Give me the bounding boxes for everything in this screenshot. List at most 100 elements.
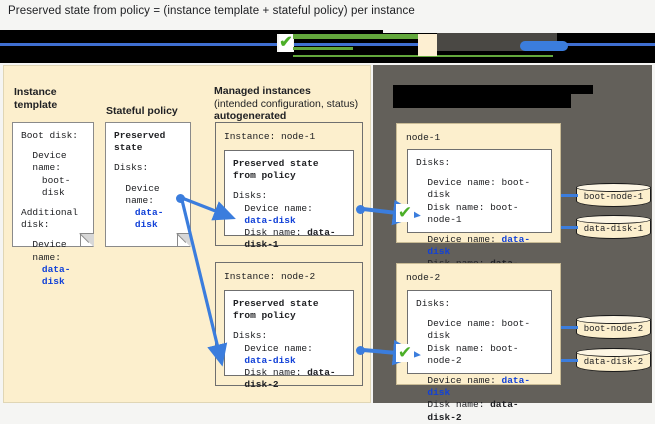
ps-title1-node-2: Preserved state — [233, 298, 319, 309]
legend-cream-swatch — [418, 34, 437, 56]
ps-device-row-node-1: Device name: data-disk — [233, 203, 345, 227]
node1-data-device-row: Device name: data-disk — [416, 234, 543, 258]
node-disks-box-node-2: Disks: Device name: boot-disk Disk name:… — [407, 290, 552, 423]
disk-volume-data-disk-1: data-disk-1 — [575, 214, 651, 239]
node2-boot-disk-key: Disk name: — [427, 342, 485, 354]
disk-label-boot-node-1: boot-node-1 — [583, 192, 644, 202]
preserved-state-box-node-1: Preserved state from policy Disks: Devic… — [224, 150, 354, 250]
connector-node1-data — [561, 226, 578, 229]
card-fold-corner — [177, 233, 191, 247]
ps-device-value-node-2: data-disk — [244, 354, 296, 366]
column-heading-managed-instances: Managed instances (intended configuratio… — [214, 85, 358, 123]
ps-disk-row-node-1: Disk name: data-disk-1 — [233, 227, 345, 251]
node2-data-device-row: Device name: data-disk — [416, 375, 543, 399]
node-name-node-1: node-1 — [406, 132, 441, 143]
instance-template-card: Boot disk: Device name: boot-disk Additi… — [12, 122, 94, 287]
legend-green-bar-top — [293, 34, 418, 39]
origin-dot-node-1 — [356, 205, 365, 214]
node1-boot-device-value: boot-disk — [427, 177, 531, 201]
ps-device-key-node-2: Device name: — [244, 342, 313, 354]
redacted-heading-bar-2 — [393, 94, 571, 99]
it-line-disk: disk: — [21, 219, 50, 231]
node2-data-disk-key: Disk name: — [427, 399, 485, 411]
node1-boot-disk-value: boot-node-1 — [427, 201, 519, 225]
node-disks-box-node-1: Disks: Device name: boot-disk Disk name:… — [407, 149, 552, 282]
ps-device-value-node-1: data-disk — [244, 214, 296, 226]
ps-device-key-node-1: Device name: — [244, 202, 313, 214]
node-name-node-2: node-2 — [406, 272, 441, 283]
legend-blue-rule — [0, 43, 655, 46]
connector-node2-data — [561, 359, 578, 362]
legend-green-bar-bottom — [293, 55, 553, 57]
spacer — [416, 367, 543, 375]
node2-boot-device-row: Device name: boot-disk — [416, 318, 543, 342]
it-line-device-name-key: Device name: — [32, 150, 67, 174]
spacer — [21, 199, 85, 207]
sp-line-device-name-key: Device name: — [125, 182, 160, 206]
page-title: Preserved state from policy = (instance … — [8, 5, 415, 17]
it-line-device-name-key2: Device name: — [32, 239, 67, 263]
sp-line-disks: Disks: — [114, 162, 149, 174]
spacer — [233, 322, 345, 330]
spacer — [114, 175, 182, 183]
stateful-policy-heading-line1: Stateful policy — [106, 105, 178, 117]
node2-boot-disk-value: boot-node-2 — [427, 342, 519, 366]
node1-data-device-key: Device name: — [427, 234, 496, 246]
ps-disks-label-node-1: Disks: — [233, 190, 268, 202]
stateful-policy-card: Preserved state Disks: Device name: data… — [105, 122, 191, 247]
it-line-additional: Additional — [21, 207, 79, 219]
origin-dot-stateful-policy — [176, 194, 185, 203]
node2-data-device-key: Device name: — [427, 375, 496, 387]
managed-instances-heading-line3: autogenerated — [214, 110, 287, 122]
ps-device-row-node-2: Device name: data-disk — [233, 343, 345, 367]
ps-disks-label-node-2: Disks: — [233, 330, 268, 342]
ps-disk-row-node-2: Disk name: data-disk-2 — [233, 367, 345, 391]
managed-instances-heading-line1: Managed instances — [214, 85, 311, 97]
sp-line-preserved: Preserved — [114, 130, 166, 141]
node-disks-label-node-2: Disks: — [416, 298, 451, 309]
spacer — [21, 142, 85, 150]
ps-title2-node-2: from policy — [233, 310, 296, 322]
spacer — [416, 169, 543, 177]
it-line-boot-disk: Boot disk: — [21, 130, 79, 141]
legend-blue-dot — [520, 41, 568, 51]
connector-node2-boot — [561, 326, 578, 329]
managed-instance-label-node-1: Instance: node-1 — [224, 131, 316, 142]
node2-data-disk-row: Disk name: data-disk-2 — [416, 399, 543, 423]
redacted-legend-band: ✔ — [0, 30, 655, 63]
preserved-state-box-node-2: Preserved state from policy Disks: Devic… — [224, 290, 354, 390]
node2-data-device-value: data-disk — [427, 375, 531, 399]
status-check-icon-node-1: ✔ — [396, 202, 414, 223]
disk-label-boot-node-2: boot-node-2 — [583, 324, 644, 334]
redacted-heading-bar-3 — [393, 99, 571, 108]
diagram-root: Preserved state from policy = (instance … — [0, 0, 655, 407]
managed-instance-label-node-2: Instance: node-2 — [224, 271, 316, 282]
disk-label-data-disk-1: data-disk-1 — [583, 224, 644, 234]
column-heading-stateful-policy: Stateful policy — [106, 105, 178, 118]
disk-volume-boot-node-1: boot-node-1 — [575, 182, 651, 207]
ps-title1-node-1: Preserved state — [233, 158, 319, 169]
node1-boot-disk-row: Disk name: boot-node-1 — [416, 202, 543, 226]
ps-disk-key-node-1: Disk name: — [244, 227, 302, 239]
legend-check-icon: ✔ — [279, 34, 293, 52]
instance-template-heading-line1: Instance — [14, 86, 57, 98]
disk-volume-boot-node-2: boot-node-2 — [575, 314, 651, 339]
node1-boot-device-key: Device name: — [427, 177, 496, 189]
ps-disk-value-node-1: data-disk-1 — [244, 227, 336, 251]
node2-boot-disk-row: Disk name: boot-node-2 — [416, 343, 543, 367]
node1-data-device-value: data-disk — [427, 234, 531, 258]
node1-boot-disk-key: Disk name: — [427, 201, 485, 213]
sp-line-data-disk-value: data-disk — [134, 207, 164, 231]
node2-boot-device-key: Device name: — [427, 318, 496, 330]
spacer — [114, 154, 182, 162]
ps-title2-node-1: from policy — [233, 170, 296, 182]
disk-label-data-disk-2: data-disk-2 — [583, 357, 644, 367]
instance-template-heading-line2: template — [14, 98, 58, 111]
ps-disk-value-node-2: data-disk-2 — [244, 367, 336, 391]
legend-top-gap — [383, 30, 655, 33]
node1-boot-device-row: Device name: boot-disk — [416, 177, 543, 201]
disk-volume-data-disk-2: data-disk-2 — [575, 347, 651, 372]
column-heading-instance-template: Instance template — [14, 86, 57, 111]
redacted-heading-bar-1 — [393, 85, 593, 94]
legend-green-bar-mid — [293, 47, 353, 50]
